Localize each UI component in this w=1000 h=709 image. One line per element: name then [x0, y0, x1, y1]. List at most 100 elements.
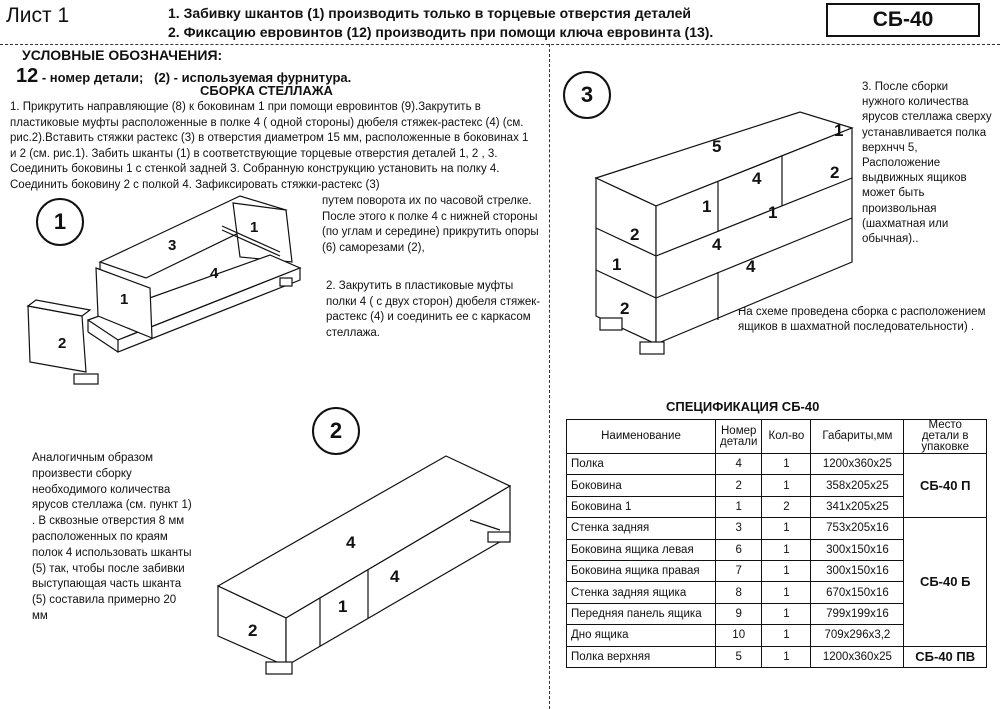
cell-part: 1: [714, 495, 763, 519]
svg-text:4: 4: [346, 533, 356, 552]
cell-dims: 300x150x16: [810, 538, 905, 561]
cell-name: Боковина ящика правая: [566, 559, 716, 583]
svg-text:2: 2: [58, 335, 66, 352]
assembly-title: СБОРКА СТЕЛЛАЖА: [200, 83, 333, 98]
figure-2-badge: 2: [312, 407, 360, 455]
svg-text:2: 2: [248, 621, 257, 640]
cell-part: 7: [714, 559, 763, 583]
cell-qty: 1: [761, 452, 812, 476]
spec-title: СПЕЦИФИКАЦИЯ СБ-40: [666, 399, 820, 414]
cell-qty: 1: [761, 624, 812, 647]
legend-title: УСЛОВНЫЕ ОБОЗНАЧЕНИЯ:: [22, 47, 223, 63]
table-row: Стенка задняя 3 1 753x205x16 СБ-40 Б: [566, 517, 987, 647]
col-part-number: Номер детали: [714, 419, 763, 454]
figure-1-badge: 1: [36, 198, 84, 246]
cell-part: 9: [714, 602, 763, 626]
table-row: Полка верхняя 5 1 1200x360x25 СБ-40 ПВ: [566, 645, 987, 668]
col-package: Место детали в упаковке: [903, 419, 987, 454]
figure-1-drawing: [26, 195, 302, 385]
cell-name: Передняя панель ящика: [566, 602, 716, 626]
cell-qty: 1: [761, 645, 812, 668]
cell-name: Стенка задняя: [566, 517, 716, 540]
legend-hardware: (2) - используемая фурнитура.: [150, 70, 352, 85]
cell-qty: 1: [761, 517, 812, 540]
figure-3-badge: 3: [563, 71, 611, 119]
cell-dims: 341x205x25: [810, 495, 905, 519]
cell-qty: 1: [761, 538, 812, 561]
svg-text:5: 5: [712, 137, 721, 156]
analog-assembly-text: Аналогичным образом произвести сборку не…: [32, 452, 192, 622]
cell-qty: 1: [761, 559, 812, 583]
cell-name: Полка верхняя: [566, 645, 716, 668]
svg-text:2: 2: [830, 163, 839, 182]
cell-dims: 753x205x16: [810, 517, 905, 540]
col-dimensions: Габариты,мм: [810, 419, 905, 454]
svg-text:2: 2: [620, 299, 629, 318]
cell-dims: 709x296x3,2: [810, 624, 905, 647]
cell-part: 5: [714, 645, 763, 668]
cell-name: Боковина ящика левая: [566, 538, 716, 561]
cell-dims: 670x150x16: [810, 581, 905, 604]
table-row: Боковина ящика правая 7 1 300x150x16: [566, 559, 987, 583]
cell-dims: 799x199x16: [810, 602, 905, 626]
cell-package: СБ-40 ПВ: [903, 645, 987, 668]
cell-qty: 2: [761, 495, 812, 519]
col-name: Наименование: [566, 419, 716, 454]
svg-text:2: 2: [630, 225, 639, 244]
figure-2-drawing: [216, 455, 512, 675]
cell-part: 8: [714, 581, 763, 604]
cell-qty: 1: [761, 474, 812, 497]
svg-text:1: 1: [702, 197, 711, 216]
spec-table: Наименование Номер детали Кол-во Габарит…: [566, 419, 987, 668]
sheet-number: Лист 1: [6, 4, 70, 27]
step-2-text: 2. Закрутить в пластиковые муфты полки 4…: [326, 280, 541, 339]
schema-note: На схеме проведена сборка с расположение…: [738, 306, 986, 334]
cell-name: Дно ящика: [566, 624, 716, 647]
col-quantity: Кол-во: [761, 419, 812, 454]
table-row: Стенка задняя ящика 8 1 670x150x16: [566, 581, 987, 604]
note-2: 2. Фиксацию евровинтов (12) производить …: [168, 24, 714, 40]
svg-text:4: 4: [752, 169, 762, 188]
cell-package: СБ-40 П: [903, 452, 987, 519]
cell-name: Боковина 1: [566, 495, 716, 519]
cell-dims: 1200x360x25: [810, 452, 905, 476]
legend-part-number: 12: [16, 65, 39, 87]
cell-name: Боковина: [566, 474, 716, 497]
svg-text:1: 1: [338, 597, 347, 616]
svg-text:4: 4: [712, 235, 722, 254]
cell-part: 10: [714, 624, 763, 647]
step-3-text: 3. После сборки нужного количества ярусо…: [862, 81, 992, 246]
svg-text:3: 3: [168, 237, 176, 254]
figure-3-drawing: [594, 111, 854, 355]
step-1-continued: путем поворота их по часовой стрелке. По…: [322, 195, 539, 254]
legend: 12 - номер детали; (2) - используемая фу…: [16, 65, 351, 88]
svg-text:1: 1: [120, 291, 128, 308]
cell-part: 6: [714, 538, 763, 561]
cell-dims: 1200x360x25: [810, 645, 905, 668]
svg-text:4: 4: [210, 265, 219, 282]
svg-text:4: 4: [746, 257, 756, 276]
cell-name: Полка: [566, 452, 716, 476]
general-notes: 1. Забивку шкантов (1) производить тольк…: [168, 4, 713, 42]
cell-name: Стенка задняя ящика: [566, 581, 716, 604]
product-code: СБ-40: [826, 3, 980, 37]
cell-part: 3: [714, 517, 763, 540]
svg-text:1: 1: [834, 121, 843, 140]
svg-text:1: 1: [768, 203, 777, 222]
spec-header-row: Наименование Номер детали Кол-во Габарит…: [566, 419, 987, 454]
divider-vertical: [549, 44, 550, 709]
divider-horizontal: [0, 44, 1000, 45]
table-row: Боковина 1 1 2 341x205x25: [566, 495, 987, 519]
table-row: Полка 4 1 1200x360x25 СБ-40 П: [566, 452, 987, 519]
cell-package: СБ-40 Б: [903, 517, 987, 647]
legend-part-text: - номер детали;: [38, 70, 144, 85]
note-1: 1. Забивку шкантов (1) производить тольк…: [168, 5, 691, 21]
svg-text:1: 1: [250, 219, 258, 236]
cell-part: 4: [714, 452, 763, 476]
step-1-text: 1. Прикрутить направляющие (8) к боковин…: [10, 101, 529, 191]
cell-qty: 1: [761, 602, 812, 626]
cell-dims: 358x205x25: [810, 474, 905, 497]
svg-text:1: 1: [612, 255, 621, 274]
cell-dims: 300x150x16: [810, 559, 905, 583]
